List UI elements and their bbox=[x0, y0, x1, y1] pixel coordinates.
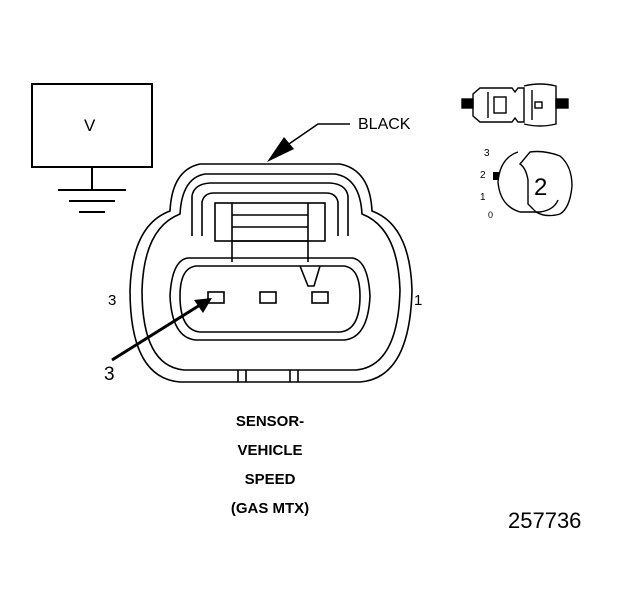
cavity-1 bbox=[311, 291, 329, 304]
inset-selector bbox=[493, 150, 573, 217]
selector-scale-2: 2 bbox=[480, 170, 486, 181]
selector-scale-1: 1 bbox=[480, 192, 486, 203]
terminal-cavities bbox=[207, 291, 329, 304]
cavity-left-number: 3 bbox=[108, 292, 117, 309]
wire-color-label: BLACK bbox=[358, 116, 411, 133]
selector-scale-0: 0 bbox=[488, 210, 494, 220]
pointer-number: 3 bbox=[104, 364, 115, 385]
title-line-4: (GAS MTX) bbox=[230, 500, 310, 517]
title-line-1: SENSOR- bbox=[235, 413, 305, 430]
selector-scale-3: 3 bbox=[484, 148, 490, 159]
connector-housing bbox=[129, 163, 413, 383]
selector-callout: 2 bbox=[534, 174, 548, 201]
selector-indicator bbox=[493, 172, 499, 180]
black-wire-leader bbox=[267, 123, 350, 162]
pointer-arrow-icon bbox=[194, 298, 212, 313]
voltmeter-label: V bbox=[84, 116, 96, 135]
cavity-pointer bbox=[111, 298, 212, 362]
arrow-head-icon bbox=[267, 137, 294, 162]
title-line-3: SPEED bbox=[244, 471, 296, 488]
cavity-right-number: 1 bbox=[414, 292, 423, 309]
cavity-2 bbox=[259, 291, 277, 304]
inset-side-view bbox=[461, 83, 569, 127]
figure-number: 257736 bbox=[508, 508, 582, 533]
cavity-3 bbox=[207, 291, 225, 304]
voltmeter bbox=[31, 83, 153, 213]
title-line-2: VEHICLE bbox=[237, 442, 303, 459]
